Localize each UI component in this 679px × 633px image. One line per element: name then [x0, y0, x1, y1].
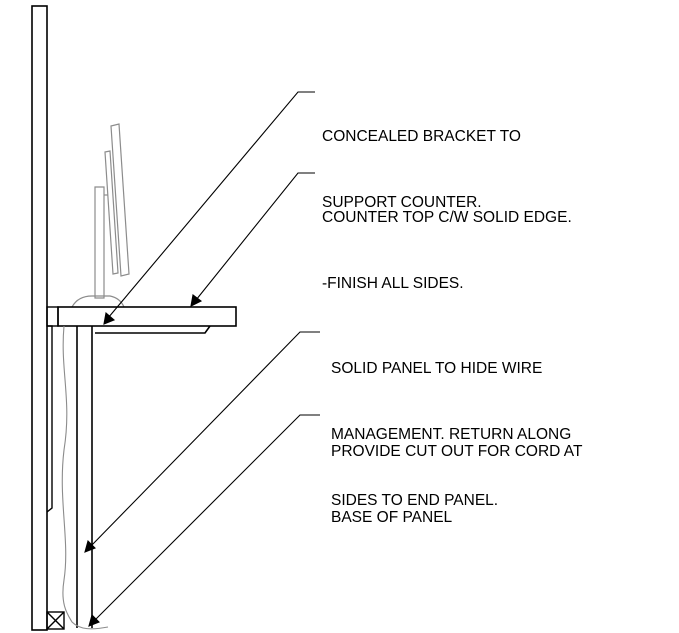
note-line: COUNTER TOP C/W SOLID EDGE.: [322, 209, 572, 226]
note-line: PROVIDE CUT OUT FOR CORD AT: [331, 443, 583, 460]
counter-top: [57, 306, 237, 334]
leader-bracket: [103, 91, 315, 325]
wall-cleat: [46, 306, 59, 513]
power-cord: [61, 325, 109, 630]
note-line: -FINISH ALL SIDES.: [322, 275, 464, 292]
leader-panel: [84, 331, 320, 553]
monitor: [71, 123, 130, 308]
note-cord-cutout: PROVIDE CUT OUT FOR CORD AT BASE OF PANE…: [331, 397, 582, 551]
note-counter-top: COUNTER TOP C/W SOLID EDGE. -FINISH ALL …: [322, 163, 572, 317]
leader-countertop: [190, 172, 315, 307]
note-line: SOLID PANEL TO HIDE WIRE: [331, 360, 543, 377]
note-solid-panel: SOLID PANEL TO HIDE WIRE MANAGEMENT. RET…: [331, 314, 571, 534]
base-block: [46, 611, 65, 630]
wall: [31, 5, 48, 631]
note-line: MANAGEMENT. RETURN ALONG: [331, 426, 572, 443]
note-line: SIDES TO END PANEL.: [331, 492, 499, 509]
note-line: BASE OF PANEL: [331, 509, 453, 526]
solid-panel: [76, 326, 93, 628]
note-line: CONCEALED BRACKET TO: [322, 128, 521, 145]
note-line: SUPPORT COUNTER.: [322, 194, 482, 211]
note-concealed-bracket: CONCEALED BRACKET TO SUPPORT COUNTER.: [322, 82, 521, 236]
leader-cutout: [88, 414, 320, 627]
